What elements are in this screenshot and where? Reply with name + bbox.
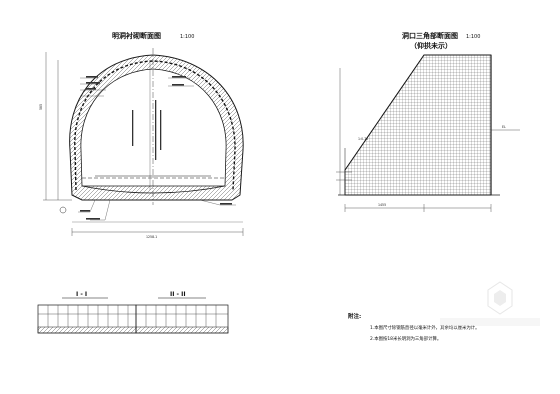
portal-triangle-drawing: 洞口三角部断面图 1:100 （仰拱未示） EL 1:0.75 1455 <box>336 31 520 212</box>
notes-block: 附注: 1.本图尺寸除钢筋直径以毫米计外，其余均以厘米为计。 2.本图按18米长… <box>348 312 480 342</box>
portal-scale: 1:100 <box>466 34 480 40</box>
height-dim-label: 585 <box>39 104 43 110</box>
note-item-2: 2.本图按18米长明洞为三角部计算。 <box>370 335 441 342</box>
lining-scale: 1:100 <box>180 34 194 40</box>
section-ii-label: II - II <box>170 291 186 298</box>
portal-right-label: EL <box>502 125 506 129</box>
triangle-body <box>344 54 492 196</box>
note-item-1: 1.本图尺寸除钢筋直径以毫米计外，其余均以厘米为计。 <box>370 324 480 331</box>
section-ii-ii: II - II <box>135 291 229 334</box>
section-i-i: I - I <box>37 291 137 334</box>
bottom-dim-label: 1455 <box>378 203 386 207</box>
lining-title: 明洞衬砌断面图 <box>112 31 161 40</box>
lining-inner-boundary <box>80 68 227 187</box>
portal-subtitle: （仰拱未示） <box>410 41 452 50</box>
section-i-label: I - I <box>76 291 87 298</box>
lining-section-drawing: 明洞衬砌断面图 1:100 <box>39 31 244 239</box>
portal-title: 洞口三角部断面图 <box>402 31 458 40</box>
slope-label: 1:0.75 <box>358 137 368 141</box>
notes-heading: 附注: <box>348 312 361 320</box>
overall-width-dim: 1258.1 <box>146 235 157 239</box>
watermark-logo <box>440 281 540 326</box>
